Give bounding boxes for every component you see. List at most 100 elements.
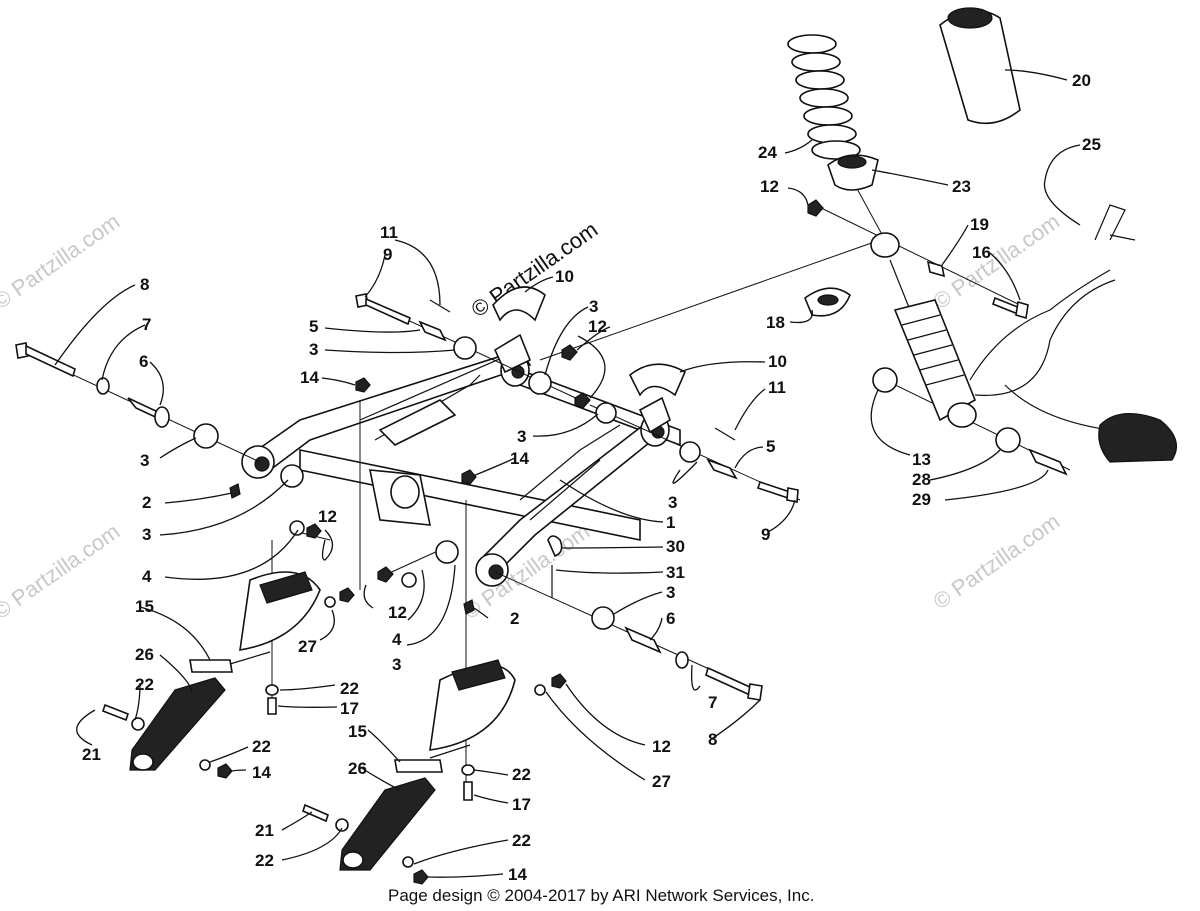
right-rail: [519, 424, 621, 521]
nut-14-upper: [355, 377, 371, 393]
washer-22-right-b: [402, 856, 414, 868]
nut-12-right: [574, 392, 591, 409]
callout-7: 7: [142, 315, 151, 334]
callout-22: 22: [255, 851, 274, 870]
shock-rod: [889, 259, 911, 311]
callout-22: 22: [135, 675, 154, 694]
cross-tube: [299, 449, 641, 541]
callout-26: 26: [348, 759, 367, 778]
bushing-28: [995, 427, 1021, 453]
axis-shock-link: [539, 239, 881, 361]
callout-11: 11: [768, 378, 786, 397]
callout-3: 3: [589, 297, 598, 316]
callout-31: 31: [666, 563, 685, 582]
callout-9: 9: [761, 525, 770, 544]
callout-3: 3: [140, 451, 149, 470]
bolt-15-right: [429, 744, 471, 759]
nut-12-rear: [377, 566, 394, 583]
callout-6: 6: [139, 352, 148, 371]
bolt-8-right: [705, 666, 753, 697]
callout-25: 25: [1082, 135, 1101, 154]
bushing-3-right-b: [679, 441, 701, 463]
bolt-17-right: [463, 781, 473, 801]
callout-27: 27: [652, 772, 671, 791]
callout-21: 21: [255, 821, 274, 840]
nut-12-right-lower: [551, 673, 567, 689]
right-lower-stack: [377, 540, 763, 701]
axis-shock-vert: [854, 184, 886, 241]
callout-23: 23: [952, 177, 971, 196]
strap-15-right: [394, 759, 443, 773]
fitting-2-right: [463, 599, 475, 615]
nut-12-left: [306, 523, 322, 539]
bolt-8-left-shank: [25, 344, 76, 378]
callout-3: 3: [668, 493, 677, 512]
sleeve-29: [1028, 448, 1068, 476]
strap-15-left: [189, 659, 233, 673]
hose-25: [969, 269, 1116, 431]
callout-14: 14: [252, 763, 271, 782]
shock-rings: [901, 314, 965, 386]
callout-17: 17: [340, 699, 359, 718]
callout-27: 27: [298, 637, 317, 656]
watermark-faint: © Partzilla.com: [0, 209, 124, 315]
callout-2: 2: [510, 609, 519, 628]
fitting-2-left: [229, 483, 241, 499]
callout-8: 8: [140, 275, 149, 294]
bolt-9-right-head: [786, 487, 799, 503]
bushing-3-upper: [453, 336, 477, 360]
center-bushing: [390, 475, 420, 509]
footpad-right: [451, 659, 506, 691]
bushing-3-right-lower: [591, 606, 615, 630]
watermark-faint: © Partzilla.com: [0, 519, 124, 625]
retainer-18-hole: [817, 294, 839, 306]
callout-2: 2: [142, 493, 151, 512]
bolt-15-left: [229, 651, 271, 665]
bolt-9-upper-shank: [365, 297, 411, 326]
washer-7-right: [675, 651, 689, 669]
washer-left: [289, 520, 305, 536]
shock-top-eye: [870, 232, 900, 258]
reservoir-25: [1098, 412, 1178, 463]
bushing-3-rear: [435, 540, 459, 564]
left-pivot-hole: [254, 456, 270, 472]
cap-10-upper: [492, 286, 546, 322]
washer-27-left: [324, 596, 336, 608]
right-upper-stack: [461, 363, 799, 598]
washer-22-right-c: [461, 764, 475, 776]
bolt-21-right: [302, 803, 329, 823]
washer-7-left: [96, 377, 110, 395]
callouts: 8 7 6 3 2 3 4 12 11 9 5 3 14 10 3 12 10 …: [82, 71, 1101, 884]
page-footer: Page design © 2004-2017 by ARI Network S…: [388, 886, 814, 905]
nut-14-right: [413, 869, 429, 885]
bolt-8-right-head: [747, 683, 763, 701]
axis-shock-top: [814, 204, 1021, 306]
bolt-21-left: [102, 703, 129, 722]
leader-lines: [54, 69, 1081, 878]
spring-24: [787, 34, 861, 160]
callout-28: 28: [912, 470, 931, 489]
bolt-8-left: [15, 342, 29, 359]
callout-12: 12: [388, 603, 407, 622]
axis-rear-nut: [384, 549, 441, 576]
callout-11: 11: [380, 223, 398, 242]
callout-30: 30: [666, 537, 685, 556]
callout-14: 14: [508, 865, 527, 884]
shock-body: [893, 299, 977, 422]
callout-13: 13: [912, 450, 931, 469]
pin-11-right: [714, 427, 736, 441]
callout-1: 1: [666, 513, 675, 532]
callout-22: 22: [512, 765, 531, 784]
nut-12-left-lower: [339, 587, 355, 603]
callout-12: 12: [652, 737, 671, 756]
spacer-5-upper: [418, 320, 447, 342]
callout-15: 15: [348, 722, 367, 741]
nut-14-center: [461, 469, 477, 485]
callout-17: 17: [512, 795, 531, 814]
callout-5: 5: [766, 437, 775, 456]
spacer-6-right: [624, 626, 662, 654]
washer-22-right-a: [335, 818, 349, 832]
callout-7: 7: [708, 693, 717, 712]
callout-10: 10: [555, 267, 574, 286]
